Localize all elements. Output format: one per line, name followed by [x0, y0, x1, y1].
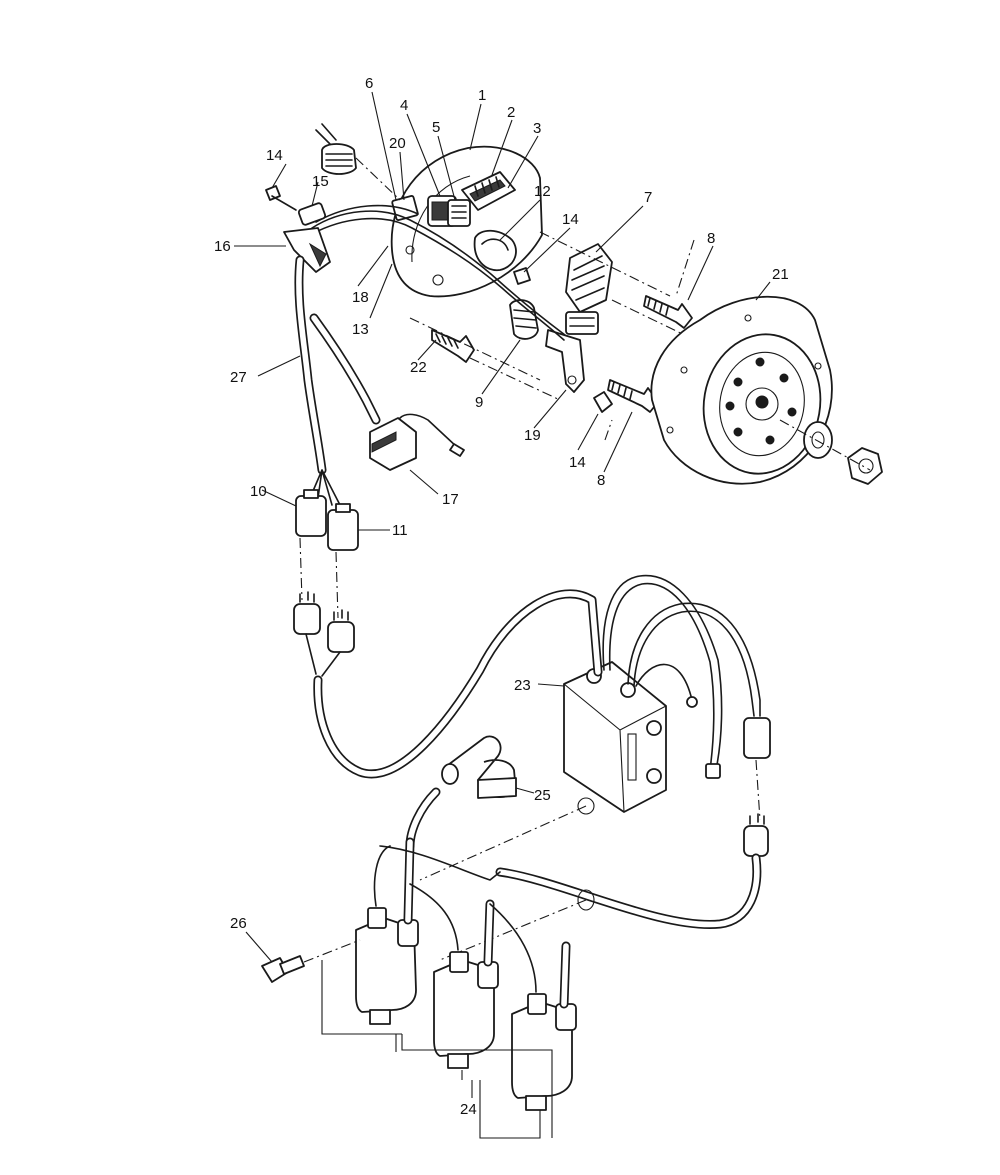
screw-14-low — [593, 391, 613, 413]
bolt-26 — [261, 939, 361, 983]
label-3: 3 — [533, 120, 541, 137]
pulser-coil-9 — [509, 299, 539, 340]
cdi-terminal — [686, 696, 721, 779]
bolt-8-lower — [607, 379, 659, 413]
label-26: 26 — [230, 915, 247, 932]
connector-6 — [391, 195, 419, 221]
label-7: 7 — [644, 189, 652, 206]
label-12: 12 — [534, 183, 551, 200]
ignition-coil-2 — [409, 883, 499, 1069]
label-4: 4 — [400, 97, 408, 114]
nut — [847, 447, 883, 485]
screw-14-mid — [513, 267, 531, 285]
coil-group-bracket — [321, 960, 553, 1139]
label-22: 22 — [410, 359, 427, 376]
label-8-low: 8 — [597, 472, 605, 489]
label-21: 21 — [772, 266, 789, 283]
label-2: 2 — [507, 104, 515, 121]
pulser-coil-2 — [461, 171, 516, 211]
label-6: 6 — [365, 75, 373, 92]
screw-14-top — [265, 185, 297, 211]
leader-lines — [234, 91, 771, 1098]
label-19: 19 — [524, 427, 541, 444]
connector-10 — [295, 489, 327, 537]
label-18: 18 — [352, 289, 369, 306]
bolt-22 — [431, 329, 475, 363]
assembly-lines-top — [409, 231, 721, 441]
label-13: 13 — [352, 321, 369, 338]
connector-right-lower — [743, 813, 769, 857]
label-15: 15 — [312, 173, 329, 190]
lighting-coil-12 — [473, 229, 517, 272]
harness-27 — [294, 255, 381, 506]
label-24: 24 — [460, 1101, 477, 1118]
label-20: 20 — [389, 135, 406, 152]
pulser-bracket-19 — [545, 329, 585, 393]
callout-labels: 1 2 3 4 5 6 20 7 8 21 12 14 14 15 16 18 … — [214, 75, 789, 1118]
grommet-15 — [297, 202, 327, 226]
connector-lower-right — [327, 609, 355, 653]
small-grommet-mid — [577, 889, 595, 911]
stator-wire-bundle — [311, 204, 566, 341]
ignition-coil-3 — [489, 903, 577, 1111]
wire-clamp-16 — [283, 227, 331, 273]
connector-11 — [327, 503, 359, 551]
plug-cap-25 — [405, 735, 517, 851]
flywheel-21 — [650, 295, 833, 485]
label-5: 5 — [432, 119, 440, 136]
label-10: 10 — [250, 483, 267, 500]
label-8-top: 8 — [707, 230, 715, 247]
label-14-mid: 14 — [562, 211, 579, 228]
cdi-unit-23 — [563, 661, 667, 813]
connector-right — [743, 717, 771, 759]
washer — [803, 421, 833, 459]
label-14-low: 14 — [569, 454, 586, 471]
cdi-wires — [313, 574, 761, 779]
coil-5 — [447, 199, 471, 227]
label-16: 16 — [214, 238, 231, 255]
label-25: 25 — [534, 787, 551, 804]
coil-7 — [565, 243, 613, 335]
label-23: 23 — [514, 677, 531, 694]
label-14-top: 14 — [266, 147, 283, 164]
label-27: 27 — [230, 369, 247, 386]
connector-lower-left — [293, 591, 321, 635]
rectifier-17 — [369, 413, 465, 471]
bolt-8-upper — [643, 295, 693, 329]
spark-plug-top — [315, 123, 401, 201]
small-grommet-top — [577, 797, 595, 815]
label-1: 1 — [478, 87, 486, 104]
label-11: 11 — [392, 522, 408, 539]
label-9: 9 — [475, 394, 483, 411]
ignition-coil-1 — [355, 837, 419, 1025]
label-17: 17 — [442, 491, 459, 508]
